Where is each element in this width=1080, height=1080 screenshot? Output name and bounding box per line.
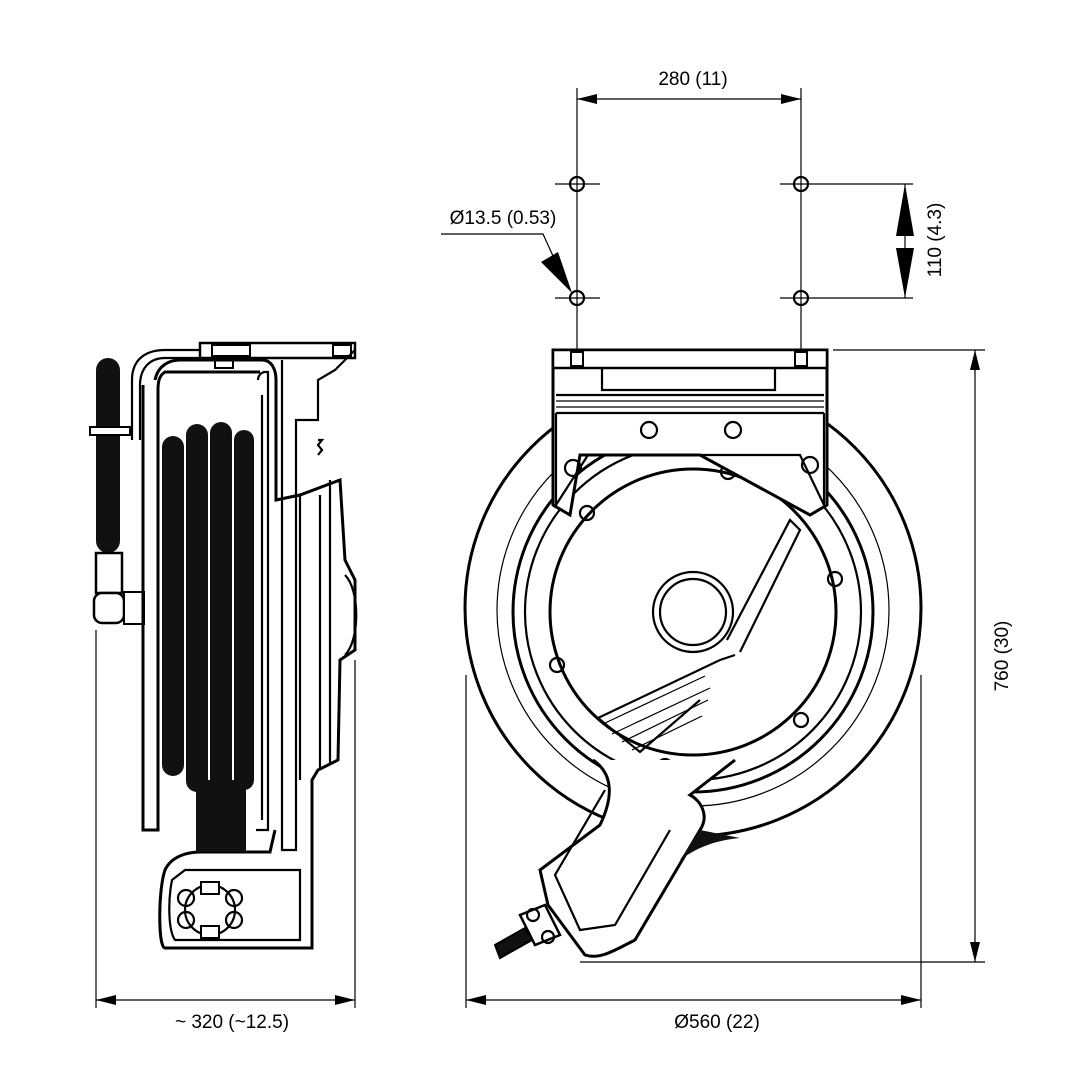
side-hose xyxy=(89,358,145,625)
side-hose-coils xyxy=(162,422,254,852)
dim-side-depth: ~ 320 (~12.5) xyxy=(175,1012,289,1033)
hole-top-left xyxy=(555,175,600,193)
mounting-bracket xyxy=(551,348,829,518)
hole-bottom-right xyxy=(780,289,913,307)
hose-guide-arm xyxy=(538,758,736,958)
hole-top-right xyxy=(780,175,913,193)
hole-bottom-left xyxy=(555,289,600,307)
front-view xyxy=(463,348,923,960)
hose-end-fitting xyxy=(493,903,562,960)
dim-overall-height: 760 (30) xyxy=(992,621,1013,692)
dim-hole-diameter: Ø13.5 (0.53) xyxy=(450,208,557,229)
side-view xyxy=(89,341,358,950)
base-bolt-pattern xyxy=(176,881,244,939)
dim-drum-diameter: Ø560 (22) xyxy=(674,1012,760,1033)
front-dimensions xyxy=(465,349,985,1008)
plate-bolts xyxy=(548,463,844,775)
dim-hole-spacing-horizontal: 280 (11) xyxy=(658,69,727,90)
side-dimensions xyxy=(95,630,356,1008)
mounting-hole-pattern xyxy=(441,88,914,350)
dim-hole-spacing-vertical: 110 (4.3) xyxy=(925,203,946,278)
